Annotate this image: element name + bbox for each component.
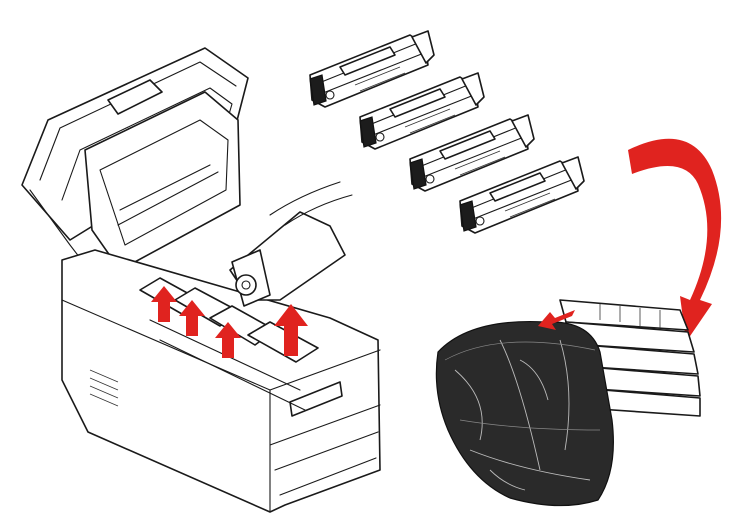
drum-unit	[459, 156, 585, 234]
left-arrow-icon	[538, 310, 575, 330]
drum-units	[309, 30, 585, 234]
bagged-drum-units	[435, 299, 701, 507]
hand-lifting-drum	[229, 181, 353, 307]
drum-unit	[359, 72, 485, 150]
up-arrow-icon	[215, 322, 241, 358]
lift-arrows	[151, 286, 308, 358]
top-cover	[84, 91, 241, 271]
curved-arrow-icon	[628, 138, 722, 342]
printer-body	[61, 249, 381, 513]
drum-unit	[309, 30, 435, 108]
up-arrow-icon	[151, 286, 177, 322]
printer	[21, 47, 381, 513]
up-arrow-icon	[274, 304, 308, 356]
protective-bag	[435, 320, 614, 507]
up-arrow-icon	[179, 300, 205, 336]
drum-unit	[409, 114, 535, 192]
